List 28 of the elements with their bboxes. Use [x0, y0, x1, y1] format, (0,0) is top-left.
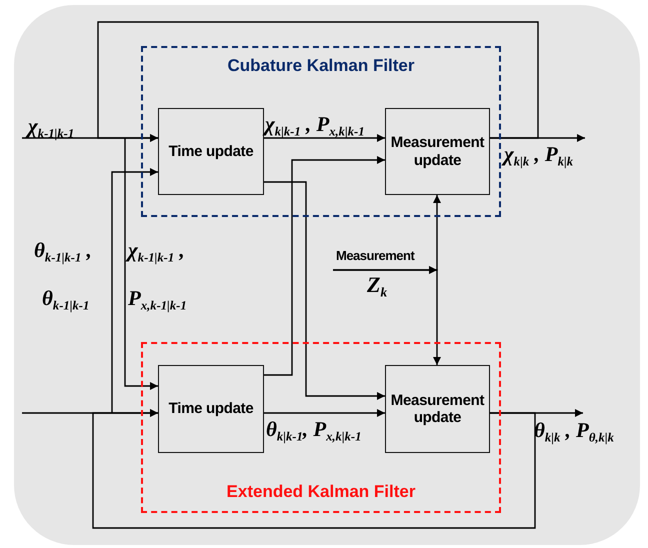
process-box: Measurement update [385, 108, 490, 195]
filter-group [141, 46, 501, 217]
process-box: Time update [158, 108, 264, 195]
signal-label: θ$_{k-1|k-1}$ , [34, 240, 92, 264]
signal-label: θ$_{k-1|k-1}$ [42, 288, 90, 312]
arrow [97, 21, 539, 142]
process-box: Measurement update [385, 365, 490, 453]
arrow [92, 409, 536, 529]
group-title: Extended Kalman Filter [226, 482, 416, 502]
edge-label: θ$_{k|k-1}$, P$_{x,k|k-1}$ [266, 419, 362, 443]
filter-group [141, 342, 501, 513]
signal-label: P$_{x,k-1|k-1}$ [128, 288, 187, 312]
process-box: Time update [158, 365, 264, 453]
arrow [111, 168, 158, 413]
input-symbol: Z$_{k}$ [367, 274, 388, 299]
arrow [264, 134, 385, 142]
edge-label: θ$_{k|k}$ , P$_{θ,k|k}$ [534, 420, 614, 444]
edge-label: χ$_{k|k-1}$ , P$_{x,k|k-1}$ [265, 114, 365, 138]
arrow [264, 181, 385, 400]
arrow [264, 156, 385, 376]
signal-label: χ$_{k-1|k-1}$ , [128, 240, 185, 264]
arrow [264, 409, 385, 417]
edge-label: χ$_{k|k}$ , P$_{k|k}$ [504, 144, 574, 168]
input-name: Measurement [336, 248, 414, 263]
group-title: Cubature Kalman Filter [226, 56, 416, 76]
arrow [124, 138, 158, 390]
edge-label: χ$_{k-1|k-1}$ [28, 116, 74, 140]
arrow [333, 266, 441, 365]
